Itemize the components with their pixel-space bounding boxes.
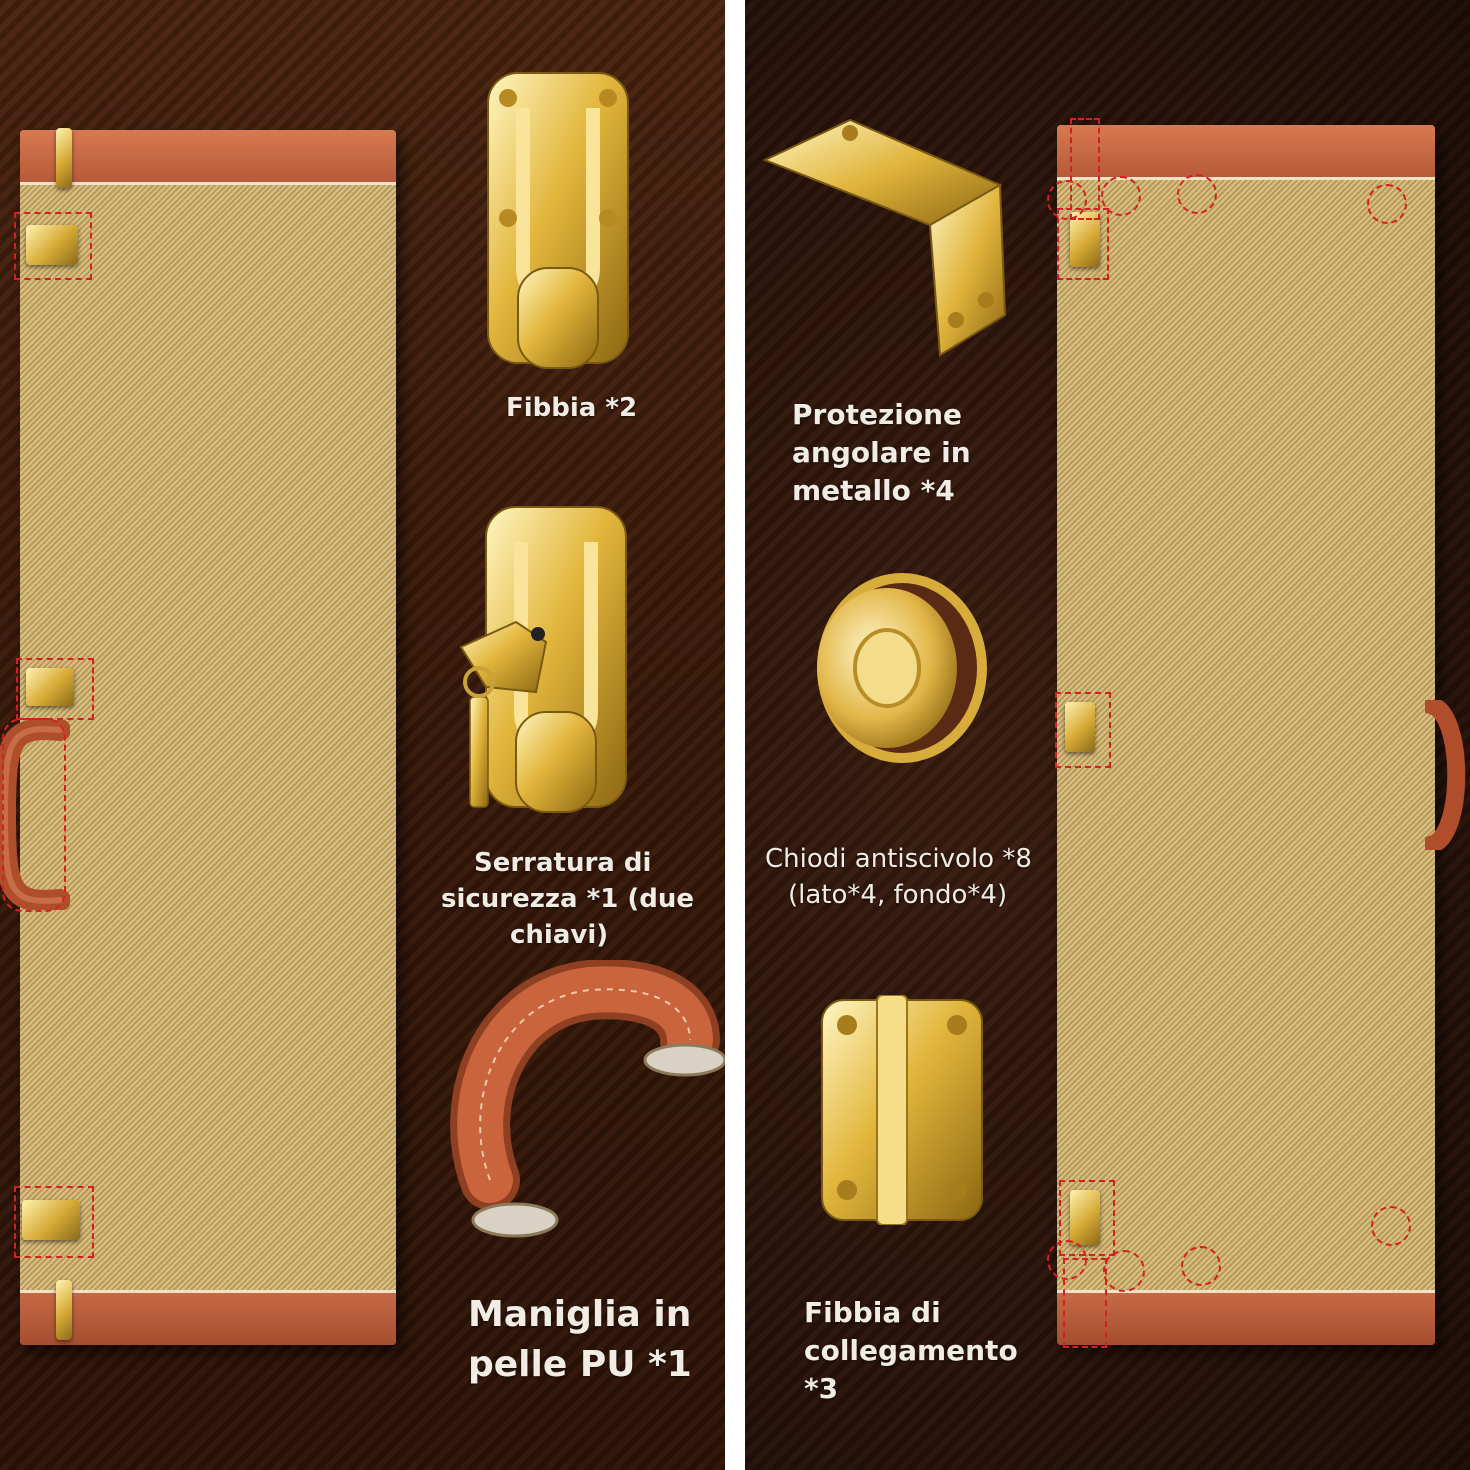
feet-label-line1: Chiodi antiscivolo *8	[765, 844, 1032, 874]
handle-label-line1: Maniglia in	[468, 1294, 692, 1335]
hinge-label-line1: Fibbia di	[804, 1296, 941, 1329]
left-panel: Fibbia *2 Serratura di sicurezza *1 (due…	[0, 0, 725, 1470]
hinge-label-line2: collegamento	[804, 1334, 1018, 1367]
corner-protector-image	[762, 118, 1007, 357]
panel-divider	[725, 0, 745, 1470]
marker-back-top-bracket	[1070, 118, 1100, 220]
marker-foot-4	[1367, 184, 1407, 224]
case-bottom-hinge	[56, 1280, 72, 1340]
security-lock-label-line2: sicurezza *1 (due	[441, 884, 695, 914]
marker-foot-8	[1371, 1206, 1411, 1246]
connection-hinge-image	[821, 995, 983, 1225]
handle-label-line2: pelle PU *1	[468, 1344, 692, 1385]
corner-label-line3: metallo *4	[792, 474, 955, 507]
case-latch-top	[26, 225, 78, 265]
marker-back-hinge-middle	[1055, 692, 1111, 768]
marker-foot-1	[1047, 180, 1087, 220]
case-top-trim	[20, 130, 396, 185]
case-back-bottom-trim	[1057, 1290, 1435, 1345]
latch-label: Fibbia *2	[506, 393, 638, 423]
guitar-case-back	[1057, 125, 1435, 1345]
marker-foot-6	[1103, 1250, 1145, 1292]
back-hinge-bottom	[1070, 1190, 1100, 1245]
security-lock-label-line1: Serratura di	[474, 848, 652, 878]
hinge-label-line3: *3	[804, 1372, 839, 1405]
case-top-hinge	[56, 128, 72, 188]
case-back-top-trim	[1057, 125, 1435, 180]
case-latch-bottom	[22, 1200, 80, 1240]
anti-slip-foot-image	[817, 573, 987, 763]
leather-handle-image	[450, 960, 725, 1238]
security-lock-label-line3: chiavi)	[510, 920, 609, 950]
case-back-side-handle	[1425, 700, 1466, 850]
marker-foot-7	[1181, 1246, 1221, 1286]
marker-side-handle	[2, 718, 66, 912]
marker-latch-top	[14, 212, 92, 280]
right-panel: Protezione angolare in metallo *4 Chiodi…	[745, 0, 1470, 1470]
corner-label-line2: angolare in	[792, 436, 971, 469]
case-bottom-trim	[20, 1290, 396, 1345]
marker-foot-2	[1101, 176, 1141, 216]
latch-image	[487, 72, 629, 369]
case-side-handle	[0, 720, 70, 910]
back-hinge-top	[1070, 212, 1100, 267]
corner-label-line1: Protezione	[792, 398, 962, 431]
marker-foot-5	[1047, 1240, 1087, 1280]
marker-foot-3	[1177, 174, 1217, 214]
marker-latch-bottom	[14, 1186, 94, 1258]
back-hinge-middle	[1065, 702, 1095, 752]
guitar-case-front	[20, 130, 396, 1345]
security-lock-image	[459, 506, 627, 813]
feet-label-line2: (lato*4, fondo*4)	[788, 880, 1008, 910]
marker-back-hinge-bottom	[1059, 1180, 1115, 1256]
case-lock-middle	[26, 668, 74, 706]
marker-lock-middle	[16, 658, 94, 720]
